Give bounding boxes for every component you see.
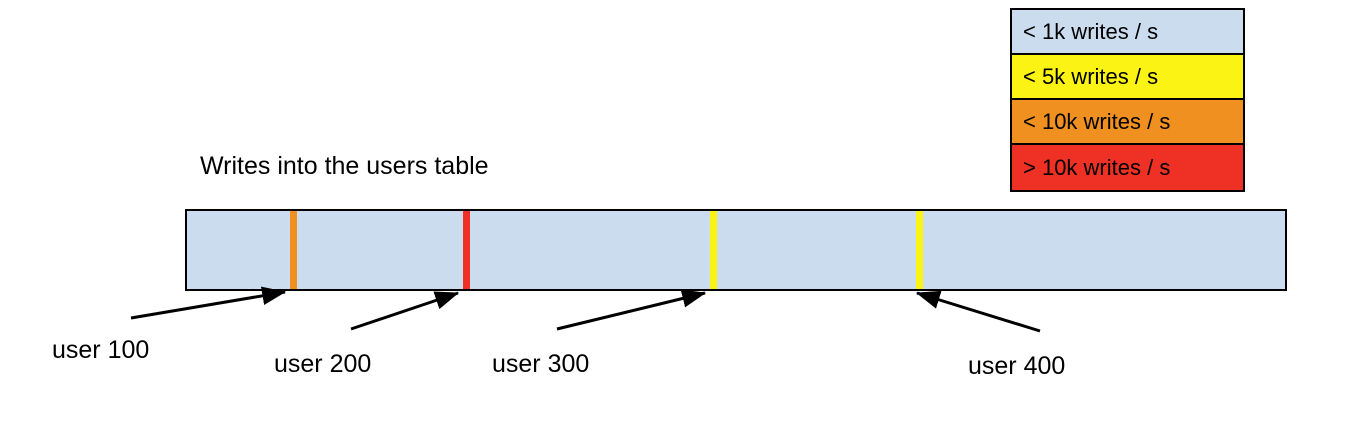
- callout-label-user-300: user 300: [492, 350, 590, 378]
- arrow-user-100: [130, 286, 287, 320]
- legend-label-gt-10k: > 10k writes / s: [1023, 154, 1171, 180]
- arrow-user-300: [556, 289, 707, 331]
- callout-label-user-400: user 400: [968, 352, 1066, 380]
- arrow-user-200: [350, 291, 460, 331]
- chart-title: Writes into the users table: [200, 152, 489, 180]
- legend-label-lt-1k: < 1k writes / s: [1023, 18, 1159, 44]
- legend-row-lt-5k: < 5k writes / s: [1012, 55, 1243, 100]
- users-table-bar: [185, 209, 1287, 291]
- legend-row-lt-10k: < 10k writes / s: [1012, 100, 1243, 145]
- hot-row-marker-user-400: [916, 211, 923, 289]
- hot-row-marker-user-200: [463, 211, 470, 289]
- callout-label-user-200: user 200: [274, 350, 372, 378]
- legend-row-lt-1k: < 1k writes / s: [1012, 10, 1243, 55]
- legend-row-gt-10k: > 10k writes / s: [1012, 145, 1243, 190]
- hot-row-marker-user-100: [290, 211, 297, 289]
- callout-label-user-100: user 100: [52, 336, 150, 364]
- legend-label-lt-10k: < 10k writes / s: [1023, 108, 1171, 134]
- legend-label-lt-5k: < 5k writes / s: [1023, 63, 1159, 89]
- arrow-user-400: [915, 290, 1041, 333]
- legend: < 1k writes / s < 5k writes / s < 10k wr…: [1010, 8, 1245, 192]
- hot-row-marker-user-300: [710, 211, 717, 289]
